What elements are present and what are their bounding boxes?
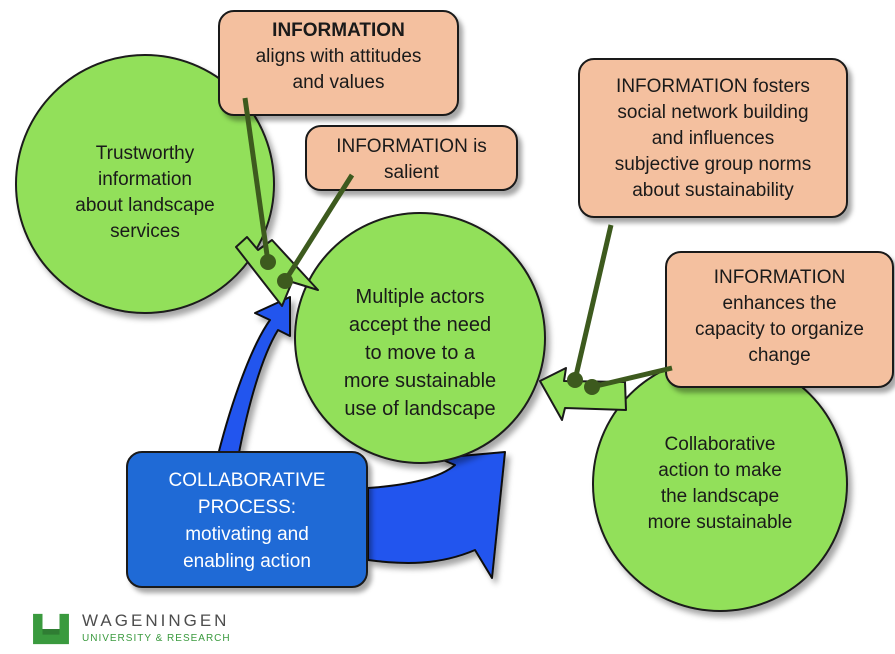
callout-fosters-social-network: INFORMATION fosters social network build… [578, 58, 848, 218]
label-trustworthy-information: Trustworthy information about landscape … [75, 143, 215, 242]
callout-aligns-with-attitudes: INFORMATION aligns with attitudes and va… [218, 10, 459, 116]
label-collaborative-action: Collaborative action to make the landsca… [647, 434, 793, 533]
pointer-dot-fosters [567, 372, 583, 388]
callout-enhances-capacity: INFORMATION enhances the capacity to org… [665, 251, 894, 388]
logo-subtitle: UNIVERSITY & RESEARCH [82, 633, 231, 644]
pointer-line-aligns [242, 97, 271, 263]
pointer-dot-aligns [260, 254, 276, 270]
pointer-line-salient [282, 173, 355, 283]
collaborative-process-box: COLLABORATIVE PROCESS: motivating and en… [126, 451, 368, 588]
blue-arrow-up [217, 296, 291, 459]
blue-arrow-right [367, 451, 506, 579]
circle-trustworthy-information [15, 54, 275, 314]
label-multiple-actors: Multiple actors accept the need to move … [343, 286, 497, 420]
wageningen-logo-icon [33, 613, 69, 645]
green-arrow-right-to-center [539, 367, 627, 421]
circle-multiple-actors [294, 212, 546, 464]
pointer-dot-enhances [584, 379, 600, 395]
pointer-line-enhances [591, 365, 673, 390]
pointer-line-fosters [572, 224, 614, 381]
logo-name: WAGENINGEN [82, 611, 230, 630]
green-arrow-left-to-center [235, 236, 319, 307]
pointer-dot-salient [277, 273, 293, 289]
callout-information-salient: INFORMATION is salient [305, 125, 518, 191]
